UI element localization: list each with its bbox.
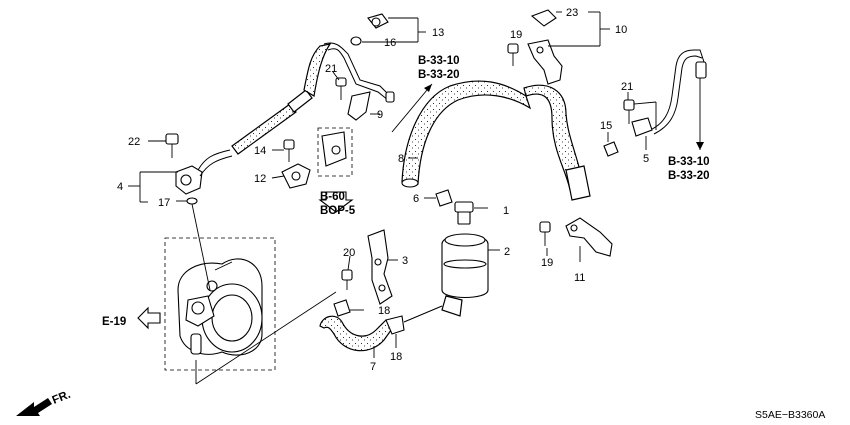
callout-23: 23	[566, 7, 578, 19]
callout-20: 20	[343, 247, 355, 259]
callout-18a: 18	[378, 305, 390, 317]
feed-hose-7	[319, 315, 405, 352]
ref-e19: E-19	[102, 316, 126, 328]
ref-bop5: BOP-5	[320, 205, 356, 217]
callout-21b: 21	[621, 81, 633, 93]
leader-lines	[128, 11, 657, 358]
clip-15	[603, 141, 619, 157]
bolt-20	[341, 269, 353, 290]
callout-2: 2	[504, 246, 510, 258]
ref-b33-20-top: B-33-20	[418, 69, 460, 81]
callout-18b: 18	[390, 351, 402, 363]
bracket-3	[367, 229, 393, 305]
clip-18a	[333, 299, 351, 317]
front-label: FR.	[51, 389, 73, 407]
bolt-21a	[335, 77, 347, 100]
callout-14: 14	[254, 145, 266, 157]
ref-b33-10-top: B-33-10	[418, 55, 460, 67]
bracket-11	[565, 217, 613, 257]
reference-labels: B-33-10 B-33-20 B-33-10 B-33-20 B-60 BOP…	[51, 55, 826, 421]
pressure-hose	[197, 42, 395, 177]
callout-19b: 19	[541, 257, 553, 269]
callout-16: 16	[384, 37, 396, 49]
callout-8: 8	[398, 153, 404, 165]
bolt-14	[283, 139, 295, 162]
pump-leaders	[195, 291, 337, 385]
union-bolt	[350, 13, 389, 46]
front-arrow-icon	[16, 398, 52, 416]
drawing-code: S5AE−B3360A	[755, 409, 825, 421]
callout-7: 7	[370, 361, 376, 373]
callout-21a: 21	[325, 63, 337, 75]
callout-5: 5	[643, 153, 649, 165]
callout-11: 11	[574, 272, 585, 284]
callout-13: 13	[432, 27, 444, 39]
callout-6: 6	[413, 193, 419, 205]
callout-1: 1	[503, 205, 509, 217]
callout-19a: 19	[510, 29, 522, 41]
clip-6	[435, 189, 453, 207]
callout-15: 15	[600, 120, 612, 132]
ref-b33-20-right: B-33-20	[668, 170, 710, 182]
reservoir-2	[403, 233, 489, 323]
pointer-b33-top	[391, 83, 433, 133]
callout-9: 9	[377, 109, 383, 121]
bolt-19b	[539, 221, 551, 246]
bracket-10	[527, 9, 563, 85]
bolt-22	[165, 133, 179, 158]
clamp-12	[281, 163, 311, 189]
engine-reference-arrow	[137, 306, 161, 330]
bracket-b60	[317, 127, 354, 213]
ref-b33-10-right: B-33-10	[668, 156, 710, 168]
clamp-9	[347, 91, 371, 121]
power-steering-pump	[164, 237, 276, 371]
bolt-21b	[623, 99, 635, 124]
callout-3: 3	[402, 255, 408, 267]
pressure-fitting	[175, 165, 211, 291]
return-hose-8	[401, 80, 591, 201]
reservoir-cap-1	[454, 201, 474, 225]
callout-4: 4	[117, 181, 123, 193]
callout-22: 22	[128, 136, 140, 148]
ref-b60: B-60	[320, 191, 345, 203]
part-callouts: 1 2 3 4 5 6 7 8 9 10 11 12 13 14 15 16 1…	[117, 7, 649, 373]
callout-17: 17	[158, 197, 170, 209]
callout-12: 12	[254, 173, 266, 185]
callout-10: 10	[615, 24, 627, 36]
return-pipe-5	[631, 49, 707, 150]
bolt-19a	[507, 43, 519, 66]
